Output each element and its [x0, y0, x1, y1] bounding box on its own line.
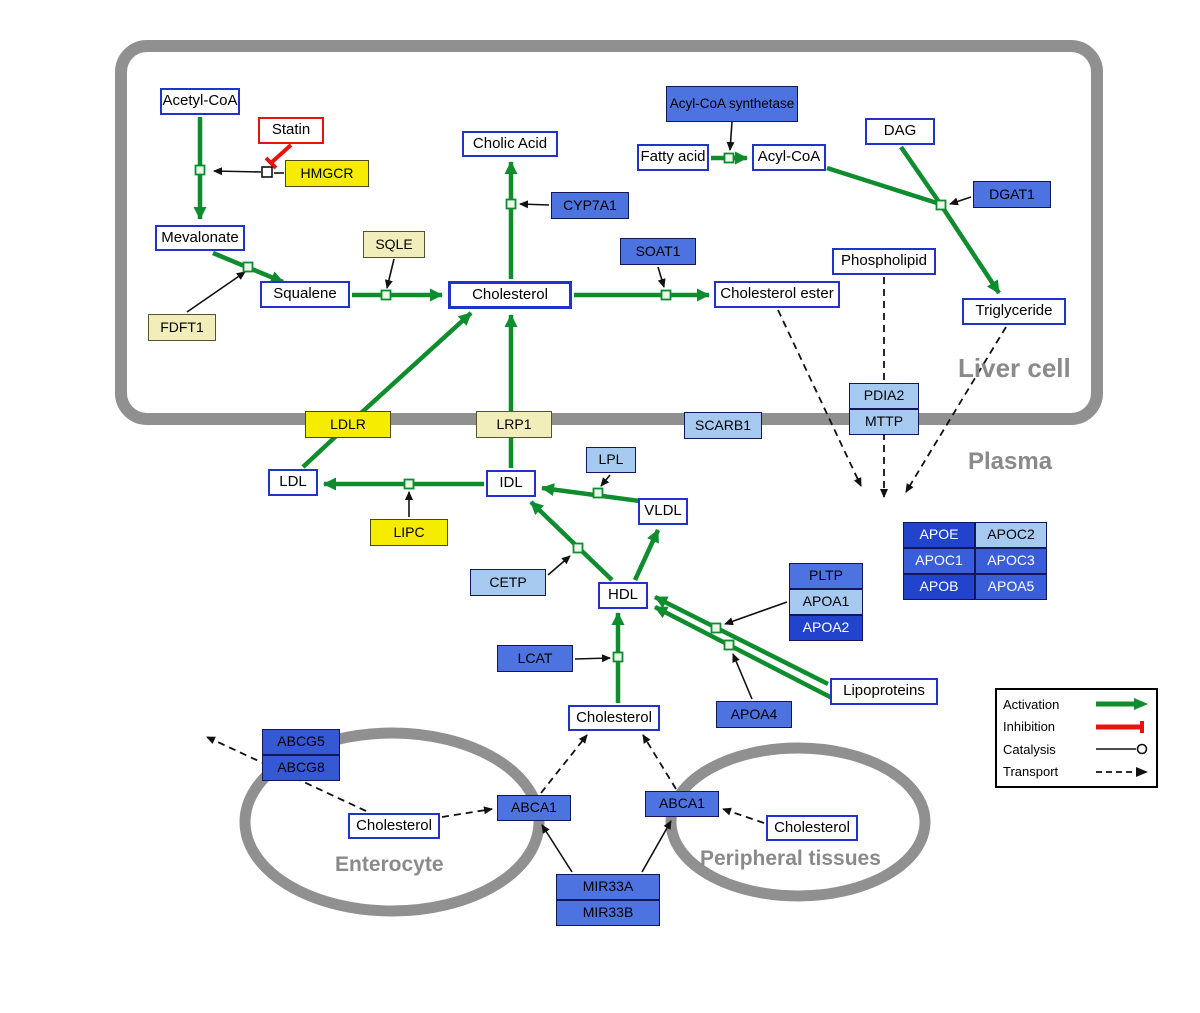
gene-lpl[interactable]: LPL	[586, 447, 636, 473]
gene-dgat1[interactable]: DGAT1	[973, 181, 1051, 208]
legend: Activation Inhibition Catalysis Transpor…	[995, 688, 1158, 788]
gene-abca1-enterocyte[interactable]: ABCA1	[497, 795, 571, 821]
gene-cyp7a1[interactable]: CYP7A1	[551, 192, 629, 219]
metabolite-mevalonate[interactable]: Mevalonate	[155, 225, 245, 251]
legend-row-transport: Transport	[1003, 761, 1150, 783]
legend-row-inhibition: Inhibition	[1003, 716, 1150, 738]
gene-lcat[interactable]: LCAT	[497, 645, 573, 672]
gene-mir33a[interactable]: MIR33A	[556, 874, 660, 900]
gene-lipc[interactable]: LIPC	[370, 519, 448, 546]
gene-apoa4[interactable]: APOA4	[716, 701, 792, 728]
gene-ldlr[interactable]: LDLR	[305, 411, 391, 438]
metabolite-triglyceride[interactable]: Triglyceride	[962, 298, 1066, 325]
liver-cell-label: Liver cell	[958, 353, 1071, 383]
metabolite-lipoproteins[interactable]: Lipoproteins	[830, 678, 938, 705]
metabolite-idl[interactable]: IDL	[486, 470, 536, 497]
legend-row-catalysis: Catalysis	[1003, 738, 1150, 760]
reaction-nodes	[194, 152, 947, 663]
enterocyte-label: Enterocyte	[335, 853, 444, 876]
gene-pltp[interactable]: PLTP	[789, 563, 863, 589]
gene-sqle[interactable]: SQLE	[363, 231, 425, 258]
metabolite-phospholipid[interactable]: Phospholipid	[832, 248, 936, 275]
gene-apoc3[interactable]: APOC3	[975, 548, 1047, 574]
gene-fdft1[interactable]: FDFT1	[148, 314, 216, 341]
gene-mir33b[interactable]: MIR33B	[556, 900, 660, 926]
metabolite-cholesterol-peripheral[interactable]: Cholesterol	[766, 815, 858, 841]
liver-cell-outline	[115, 40, 1103, 425]
gene-cetp[interactable]: CETP	[470, 569, 546, 596]
catalysis-edges	[186, 121, 972, 873]
metabolite-acyl-coa[interactable]: Acyl-CoA	[752, 144, 826, 171]
legend-inhibition-label: Inhibition	[1003, 719, 1056, 735]
metabolite-ldl[interactable]: LDL	[268, 469, 318, 496]
legend-activation-label: Activation	[1003, 696, 1060, 712]
gene-abcg5[interactable]: ABCG5	[262, 729, 340, 755]
metabolite-cholesterol-liver[interactable]: Cholesterol	[448, 281, 572, 309]
gene-apoa1[interactable]: APOA1	[789, 589, 863, 615]
metabolite-cholesterol-ester[interactable]: Cholesterol ester	[714, 281, 840, 308]
gene-abcg8[interactable]: ABCG8	[262, 755, 340, 781]
compartment-outlines	[115, 40, 1103, 917]
metabolite-cholesterol-enterocyte[interactable]: Cholesterol	[348, 813, 440, 839]
gene-mttp[interactable]: MTTP	[849, 409, 919, 435]
catalysis-circle-icon	[1096, 743, 1148, 755]
metabolite-acetyl-coa[interactable]: Acetyl-CoA	[160, 88, 240, 115]
gene-lrp1[interactable]: LRP1	[476, 411, 552, 438]
legend-catalysis-label: Catalysis	[1003, 741, 1056, 757]
catalysis-junction-node	[261, 166, 273, 178]
legend-row-activation: Activation	[1003, 693, 1150, 715]
metabolite-cholesterol-plasma[interactable]: Cholesterol	[568, 705, 660, 731]
gene-acyl-coa-synthetase[interactable]: Acyl-CoA synthetase	[666, 86, 798, 122]
gene-apoc2[interactable]: APOC2	[975, 522, 1047, 548]
legend-transport-label: Transport	[1003, 764, 1059, 780]
inhibition-edge	[264, 143, 293, 170]
inhibition-tbar-icon	[1096, 720, 1144, 733]
gene-apoa2[interactable]: APOA2	[789, 615, 863, 641]
drug-statin[interactable]: Statin	[258, 117, 324, 144]
gene-abca1-peripheral[interactable]: ABCA1	[645, 791, 719, 817]
gene-scarb1[interactable]: SCARB1	[684, 412, 762, 439]
peripheral-tissues-label: Peripheral tissues	[700, 847, 881, 870]
gene-pdia2[interactable]: PDIA2	[849, 383, 919, 409]
gene-soat1[interactable]: SOAT1	[620, 238, 696, 265]
metabolite-cholic-acid[interactable]: Cholic Acid	[462, 131, 558, 157]
metabolite-squalene[interactable]: Squalene	[260, 281, 350, 308]
gene-apoc1[interactable]: APOC1	[903, 548, 975, 574]
gene-apoe[interactable]: APOE	[903, 522, 975, 548]
plasma-label: Plasma	[968, 448, 1053, 475]
metabolite-fatty-acid[interactable]: Fatty acid	[637, 144, 709, 171]
transport-dashed-arrow-icon	[1096, 766, 1148, 777]
metabolite-dag[interactable]: DAG	[865, 118, 935, 145]
enterocyte-outline	[239, 727, 545, 917]
gene-apob[interactable]: APOB	[903, 574, 975, 600]
activation-arrow-icon	[1096, 698, 1148, 711]
metabolite-vldl[interactable]: VLDL	[638, 498, 688, 525]
metabolite-hdl[interactable]: HDL	[598, 582, 648, 609]
gene-apoa5[interactable]: APOA5	[975, 574, 1047, 600]
gene-hmgcr[interactable]: HMGCR	[285, 160, 369, 187]
